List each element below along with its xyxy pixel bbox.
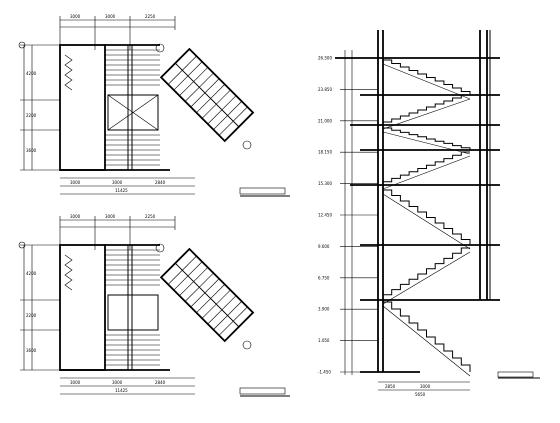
- section-elevation-label: 1.050: [318, 338, 330, 343]
- section-elevation-label: 6.750: [318, 275, 330, 280]
- stair-slab-underside: [382, 98, 471, 130]
- plan-top-dim-left-3: 3600: [26, 148, 37, 153]
- plan-bottom-dim-left-2: 2200: [26, 313, 37, 318]
- section-elevation-label: 9.600: [318, 244, 330, 249]
- section-elevation-label: 21.000: [318, 118, 332, 123]
- stair-section: 26.500 23.850 21.000 18.150 15.300 12.450 9.60…: [318, 30, 540, 397]
- section-elevation-label: 26.500: [318, 56, 332, 61]
- plan-top-dim-left-1: 4200: [26, 71, 37, 76]
- plan-top-dim-left-2: 2200: [26, 113, 37, 118]
- stair-slab-underside: [382, 131, 471, 155]
- stair-flight: [383, 301, 471, 372]
- plan-bottom-dim-top-2: 3000: [105, 214, 116, 219]
- plan-bottom-dim-top-1: 3000: [70, 214, 81, 219]
- plan-bottom-dim-bottom-2: 3000: [112, 380, 123, 385]
- stair-slab-underside: [382, 305, 471, 377]
- stair-slab-underside: [382, 193, 471, 250]
- stair-flight: [382, 247, 470, 300]
- section-elevation-label: 18.150: [318, 150, 332, 155]
- stair-flight: [383, 59, 471, 95]
- section-dim-bottom-1: 2850: [385, 384, 396, 389]
- plan-top-dim-bottom-3: 2840: [155, 180, 166, 185]
- section-elevation-label: 12.450: [318, 213, 332, 218]
- plan-bottom-dim-top-3: 2250: [145, 214, 156, 219]
- stair-flight: [383, 189, 471, 245]
- stair-flight: [382, 94, 470, 125]
- stair-flight: [383, 127, 471, 150]
- stair-slab-underside: [382, 63, 471, 100]
- section-elevation-label: 15.300: [318, 181, 332, 186]
- plan-bottom-dim-bottom-1: 3000: [70, 380, 81, 385]
- plan-top-dim-bottom-2: 3000: [112, 180, 123, 185]
- plan-top-dim-top-3: 2250: [145, 14, 156, 19]
- plan-top-dim-top-1: 3000: [70, 14, 81, 19]
- plan-top-dim-total: 11425: [115, 188, 128, 193]
- stair-slab-underside: [382, 155, 471, 190]
- stair-flight: [382, 151, 470, 185]
- plan-bottom-dim-left-3: 3600: [26, 348, 37, 353]
- section-elevation-label: 3.900: [318, 307, 330, 312]
- plan-top-dim-bottom-1: 3000: [70, 180, 81, 185]
- section-elevation-label: 23.850: [318, 87, 332, 92]
- section-dim-bottom-total: 5650: [415, 392, 426, 397]
- section-elevation-label: -1.450: [318, 370, 331, 375]
- plan-bottom-dim-left-1: 4200: [26, 271, 37, 276]
- section-dim-bottom-2: 3000: [420, 384, 431, 389]
- stair-plan-top: 3000 3000 2250 4200 2200 3600: [18, 14, 290, 197]
- stair-slab-underside: [382, 251, 471, 305]
- plan-bottom-dim-bottom-3: 2840: [155, 380, 166, 385]
- plan-bottom-dim-total: 11425: [115, 388, 128, 393]
- plan-top-dim-top-2: 3000: [105, 14, 116, 19]
- stair-plan-bottom: 3000 3000 2250 4200 2200 3600: [18, 214, 290, 397]
